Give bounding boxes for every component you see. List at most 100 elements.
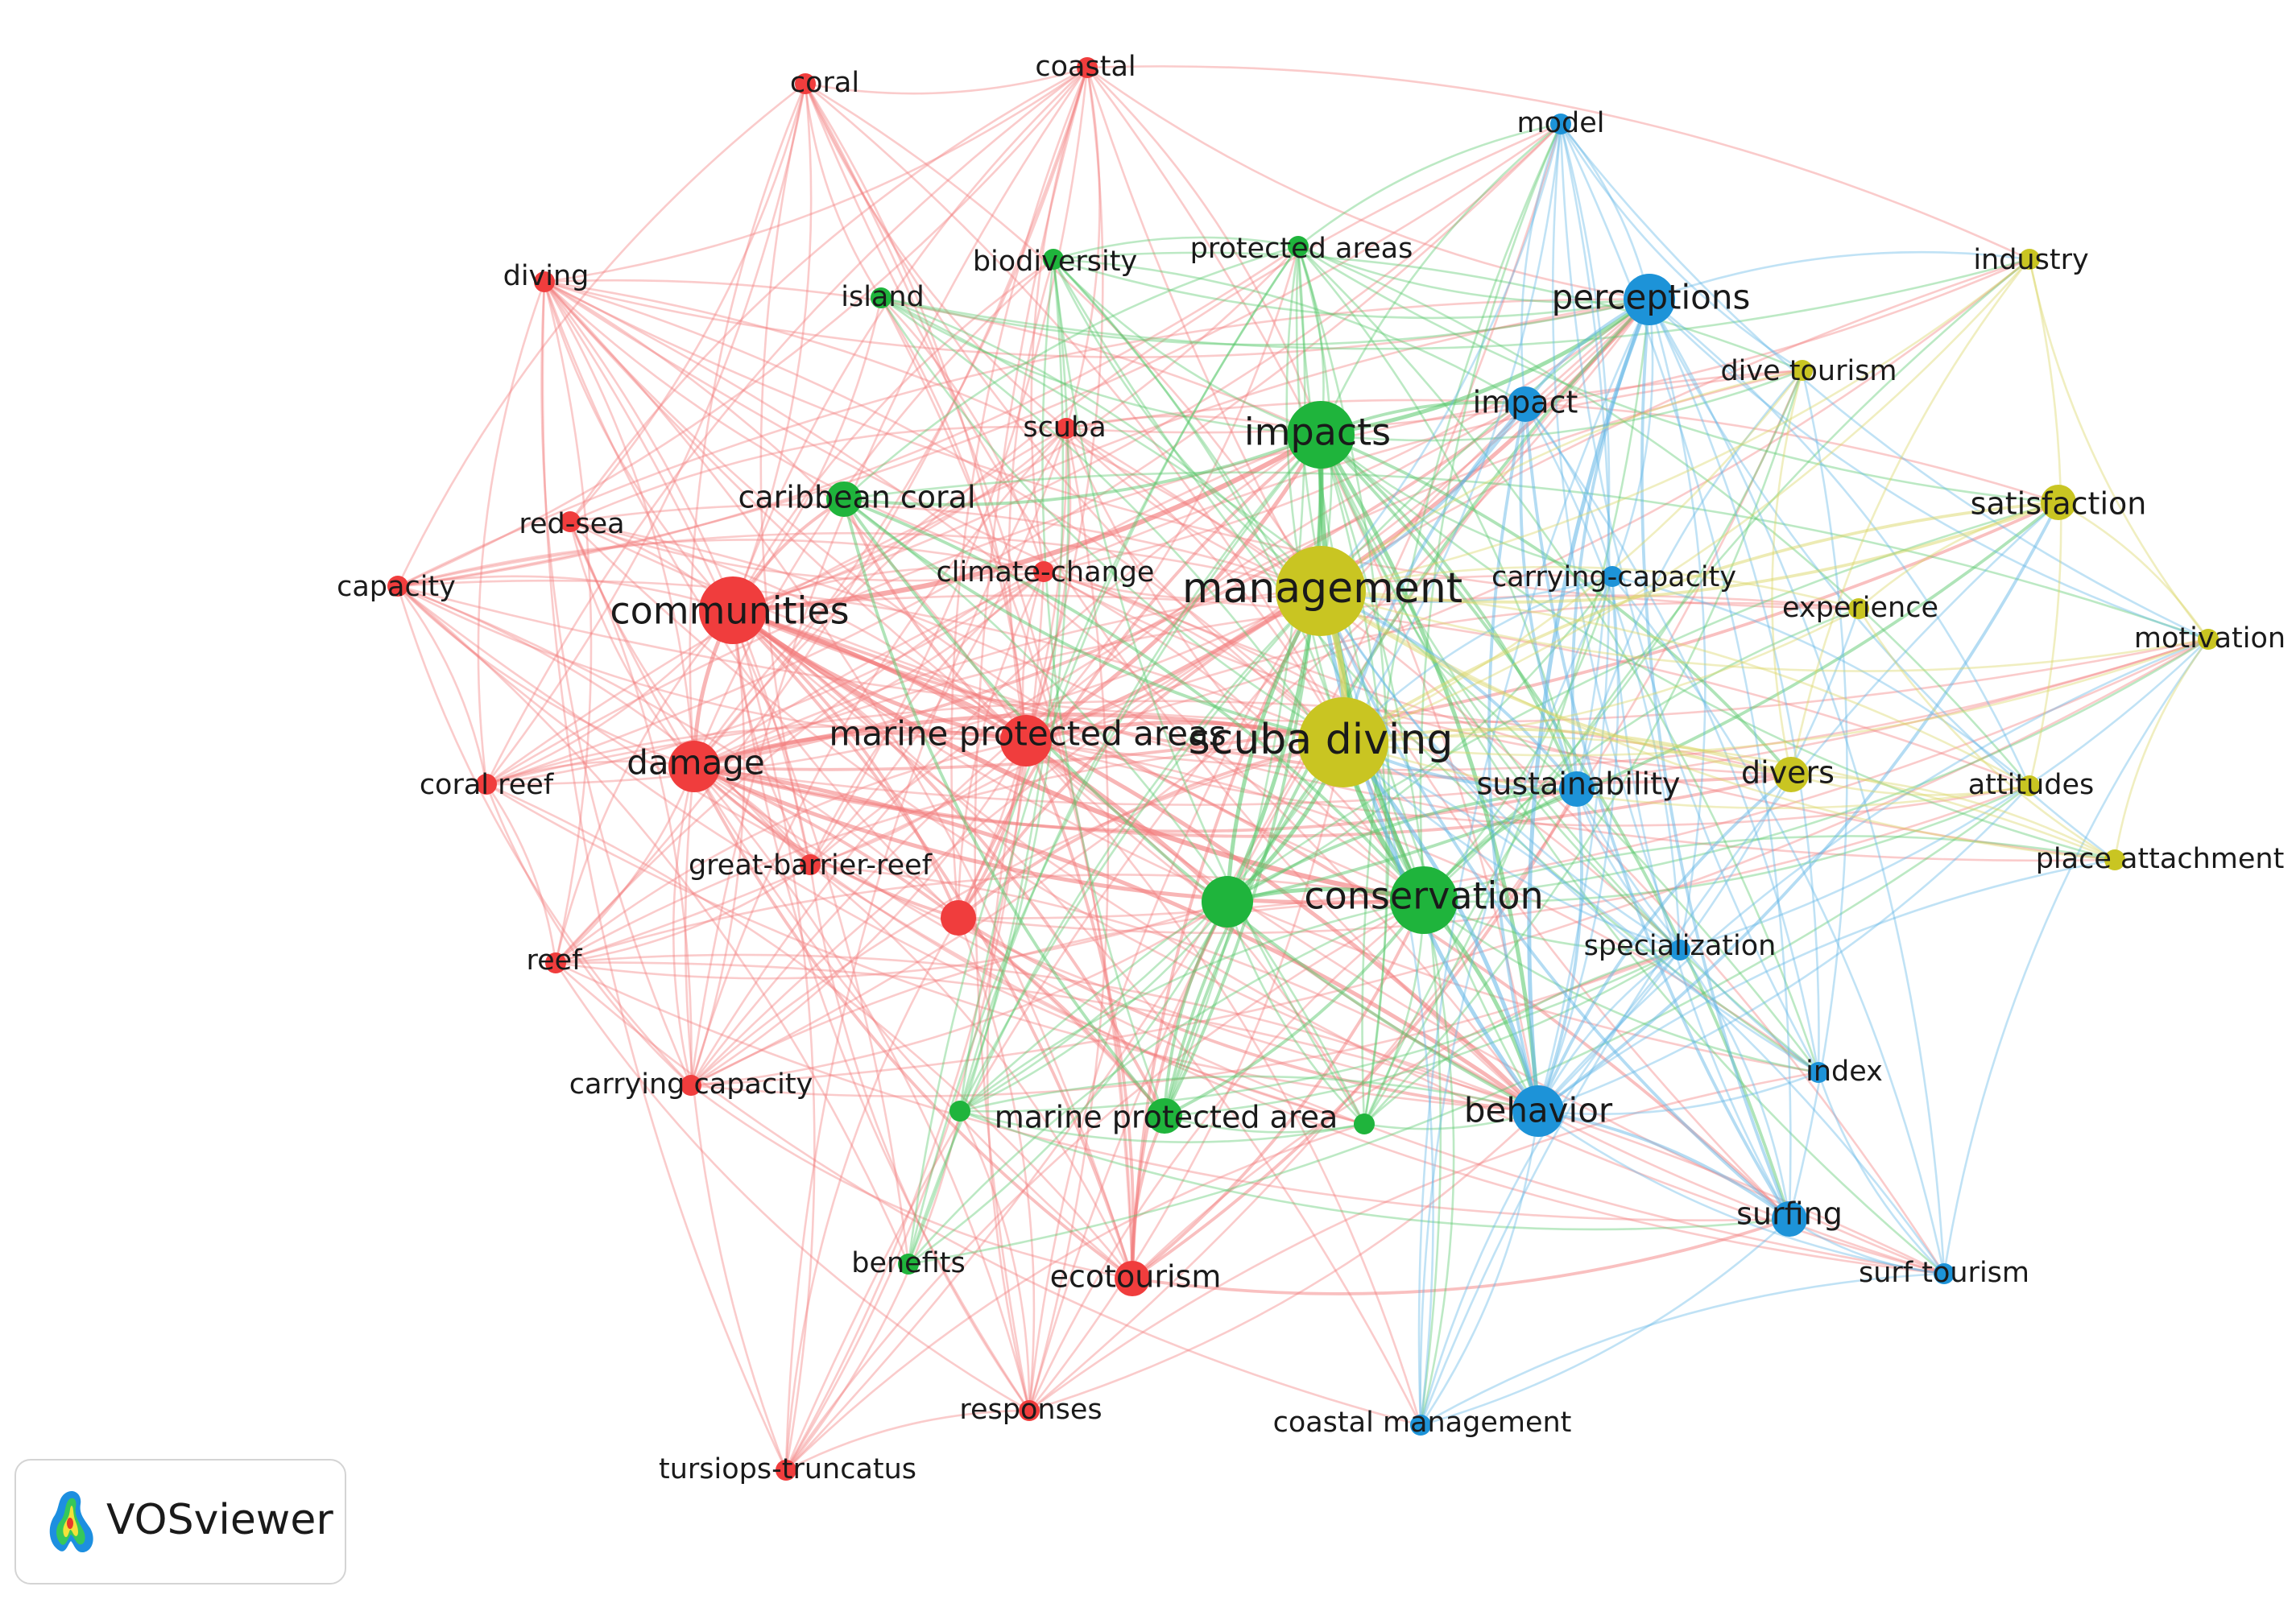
node-caribbean-coral[interactable] <box>826 481 862 517</box>
link-biodiversity-impacts <box>1053 258 1322 436</box>
link-damage-motivation <box>693 638 2209 806</box>
link-conservation-place-attachment <box>1423 835 2116 902</box>
link-coral-reef-carrying-capacity-2 <box>485 783 692 1086</box>
link-coral-management <box>805 82 1322 592</box>
node-ecotourism[interactable] <box>1115 1261 1150 1296</box>
link-great-barrier-reef-ecotourism <box>809 863 1134 1279</box>
node-climate-change[interactable] <box>1033 561 1054 582</box>
link-responses-tursiops-truncatus <box>785 1409 1030 1472</box>
link-coastal-communities <box>731 67 1088 611</box>
link-coral-reef-marine-protected-areas <box>486 725 1027 786</box>
node-behavior[interactable] <box>1512 1085 1564 1137</box>
node-marine-protected-area[interactable] <box>1147 1098 1182 1134</box>
link-specialization-management <box>1319 590 1681 952</box>
link-coastal-management-satisfaction <box>1419 502 2059 1426</box>
node-biodiversity[interactable] <box>1043 249 1064 270</box>
label-capacity: capacity <box>337 571 456 603</box>
link-satisfaction-management <box>1320 501 2059 604</box>
link-satisfaction-motivation <box>2058 501 2210 640</box>
node-divers[interactable] <box>1773 757 1809 792</box>
node-island[interactable] <box>871 287 892 308</box>
link-impacts-specialization <box>1319 434 1681 951</box>
link-marine-protected-areas-responses <box>986 740 1031 1411</box>
label-behavior: behavior <box>1464 1091 1613 1130</box>
link-caribbean-coral-motivation <box>843 471 2209 641</box>
node-coastal[interactable] <box>1077 57 1098 78</box>
link-carrying-capacity-2-motivation <box>690 638 2209 1087</box>
node-protected-areas[interactable] <box>1288 236 1309 257</box>
link-specialization-scuba-diving <box>1342 742 1681 952</box>
link-coastal-marine-protected-areas <box>1024 67 1104 742</box>
link-satisfaction-scuba-diving <box>1342 501 2059 744</box>
node-scuba-diving[interactable] <box>1298 697 1388 787</box>
link-model-specialization <box>1551 123 1682 951</box>
node-attitudes[interactable] <box>2019 775 2040 796</box>
link-capacity-management <box>397 531 1322 593</box>
node-benefits[interactable] <box>898 1254 919 1275</box>
link-scuba-industry <box>1065 258 2030 434</box>
link-surf-tourism-coastal-management <box>1420 1272 1945 1427</box>
link-behavior-management <box>1318 590 1541 1113</box>
node-unlabeled-green-right[interactable] <box>1354 1114 1375 1134</box>
node-management[interactable] <box>1276 546 1366 636</box>
network-links <box>396 65 2210 1472</box>
node-carrying-capacity[interactable] <box>1602 566 1623 587</box>
node-damage[interactable] <box>668 741 720 792</box>
link-unlabeled-red-motivation <box>958 638 2209 919</box>
node-place-attachment[interactable] <box>2104 849 2125 870</box>
node-experience[interactable] <box>1848 598 1869 619</box>
node-industry[interactable] <box>2019 249 2040 270</box>
node-carrying-capacity-2[interactable] <box>681 1075 701 1096</box>
node-red-sea[interactable] <box>560 511 581 532</box>
node-marine-protected-areas[interactable] <box>1000 715 1052 766</box>
link-unlabeled-green-left-scuba-diving <box>959 742 1345 1113</box>
node-communities[interactable] <box>699 576 767 644</box>
node-responses[interactable] <box>1019 1400 1040 1421</box>
label-motivation: motivation <box>2134 622 2286 655</box>
link-ecotourism-conservation <box>1131 899 1425 1280</box>
node-unlabeled-green-large[interactable] <box>1202 876 1253 928</box>
node-perceptions[interactable] <box>1624 274 1675 325</box>
node-coral-reef[interactable] <box>476 774 497 795</box>
node-motivation[interactable] <box>2198 629 2219 650</box>
link-dive-tourism-divers <box>1771 370 1804 775</box>
node-tursiops-truncatus[interactable] <box>776 1460 796 1481</box>
node-conservation[interactable] <box>1390 866 1458 934</box>
node-surfing[interactable] <box>1772 1201 1807 1237</box>
node-unlabeled-red[interactable] <box>941 900 976 936</box>
node-coastal-management[interactable] <box>1410 1415 1431 1436</box>
link-sustainability-specialization <box>1575 788 1681 951</box>
node-specialization[interactable] <box>1669 940 1690 961</box>
link-marine-protected-areas-protected-areas <box>1025 246 1300 742</box>
node-model[interactable] <box>1550 114 1571 134</box>
node-capacity[interactable] <box>387 576 408 597</box>
link-communities-marine-protected-area <box>731 609 1166 1117</box>
link-unlabeled-red-scuba <box>957 428 1068 919</box>
link-communities-great-barrier-reef <box>731 609 812 866</box>
node-impacts[interactable] <box>1287 401 1355 469</box>
link-protected-areas-sustainability <box>1297 246 1578 790</box>
node-sustainability[interactable] <box>1559 771 1595 807</box>
link-impacts-benefits <box>907 434 1322 1265</box>
node-surf-tourism[interactable] <box>1934 1263 1955 1284</box>
link-responses-behavior <box>1028 1110 1539 1412</box>
link-impacts-place-attachment <box>1320 434 2116 861</box>
node-great-barrier-reef[interactable] <box>800 854 821 875</box>
link-management-place-attachment <box>1320 589 2116 861</box>
node-impact[interactable] <box>1508 386 1543 422</box>
node-satisfaction[interactable] <box>2041 485 2076 520</box>
link-biodiversity-index <box>1052 258 1819 1074</box>
link-scuba-tursiops-truncatus <box>784 428 1068 1471</box>
node-unlabeled-green-left[interactable] <box>949 1101 970 1122</box>
link-ecotourism-unlabeled-green-large <box>1131 901 1229 1279</box>
node-scuba[interactable] <box>1056 418 1077 439</box>
node-dive-tourism[interactable] <box>1792 360 1813 381</box>
node-coral[interactable] <box>795 73 816 94</box>
node-reef[interactable] <box>545 952 566 973</box>
link-model-management <box>1320 123 1562 592</box>
link-coral-marine-protected-areas <box>804 83 1028 742</box>
vosviewer-logo-icon <box>49 1490 93 1552</box>
link-coral-island <box>804 83 883 299</box>
node-diving[interactable] <box>534 271 555 292</box>
node-index[interactable] <box>1808 1062 1829 1083</box>
